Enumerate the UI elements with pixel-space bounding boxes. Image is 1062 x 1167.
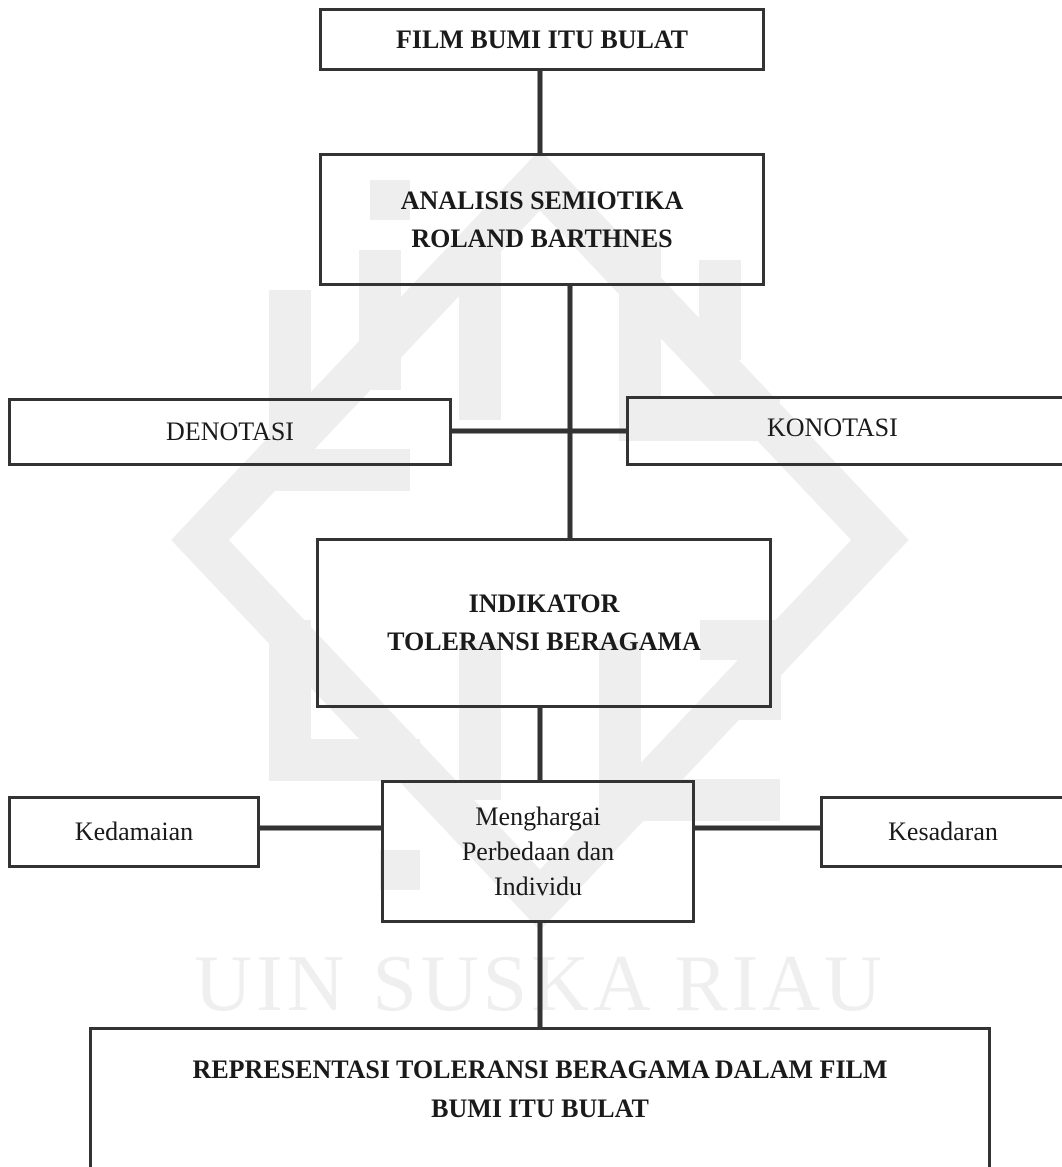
node-analisis-line-2: ROLAND BARTHNES (411, 223, 673, 253)
node-denotasi-label: DENOTASI (166, 417, 294, 447)
node-representasi-toleransi: REPRESENTASI TOLERANSI BERAGAMA DALAM FI… (89, 1027, 991, 1167)
node-representasi-line-2: BUMI ITU BULAT (431, 1094, 649, 1123)
node-menghargai-line-1: Menghargai (475, 801, 601, 831)
node-menghargai-perbedaan: Menghargai Perbedaan dan Individu (381, 780, 695, 923)
node-kesadaran-label: Kesadaran (888, 817, 998, 847)
node-menghargai-line-2: Perbedaan dan (461, 836, 615, 866)
node-konotasi-label: KONOTASI (767, 413, 898, 443)
node-konotasi: KONOTASI (626, 396, 1062, 466)
node-kesadaran: Kesadaran (820, 796, 1062, 868)
node-film-bumi-itu-bulat: FILM BUMI ITU BULAT (319, 8, 765, 71)
node-analisis-semiotika: ANALISIS SEMIOTIKA ROLAND BARTHNES (319, 153, 765, 286)
node-indikator-line-1: INDIKATOR (468, 589, 620, 619)
node-denotasi: DENOTASI (8, 398, 452, 466)
node-representasi-line-1: REPRESENTASI TOLERANSI BERAGAMA DALAM FI… (192, 1055, 888, 1084)
node-indikator-line-2: TOLERANSI BERAGAMA (387, 627, 701, 656)
node-kedamaian-label: Kedamaian (74, 817, 194, 847)
node-kedamaian: Kedamaian (8, 796, 260, 868)
node-menghargai-line-3: Individu (493, 872, 583, 902)
node-film-label: FILM BUMI ITU BULAT (395, 24, 689, 54)
node-indikator-toleransi: INDIKATOR TOLERANSI BERAGAMA (316, 538, 772, 708)
node-analisis-line-1: ANALISIS SEMIOTIKA (400, 185, 684, 215)
